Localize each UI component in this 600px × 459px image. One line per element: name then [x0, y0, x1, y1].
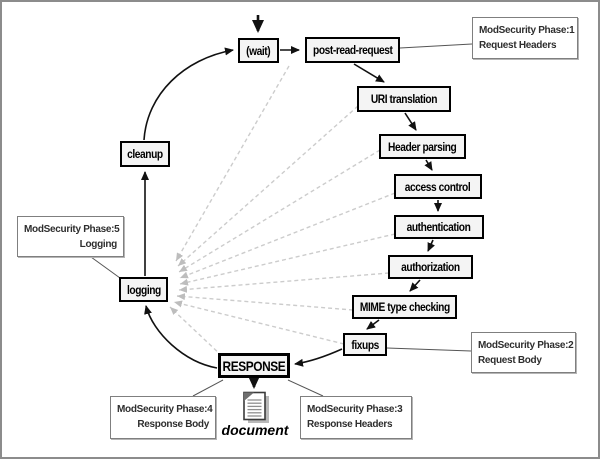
- annotation-line: ModSecurity Phase:2: [478, 340, 574, 351]
- node-label: authentication: [407, 220, 471, 234]
- node-uri-translation: URI translation: [357, 86, 451, 112]
- node-label: logging: [126, 282, 161, 297]
- node-label: Header parsing: [388, 139, 457, 154]
- node-fixups: fixups: [343, 333, 387, 356]
- annotation-modsecurity-phase3: ModSecurity Phase:3 Response Headers: [300, 396, 412, 439]
- node-label: URI translation: [370, 92, 438, 106]
- document-label: document: [221, 422, 289, 438]
- node-authentication: authentication: [394, 215, 484, 239]
- node-label: MIME type checking: [359, 300, 450, 314]
- node-wait: (wait): [238, 38, 279, 63]
- node-access-control: access control: [394, 174, 482, 199]
- annotation-line: Request Headers: [479, 40, 557, 51]
- node-authorization: authorization: [388, 255, 473, 279]
- node-response: RESPONSE: [218, 353, 290, 378]
- annotation-line: Logging: [79, 239, 118, 250]
- node-label: (wait): [246, 43, 271, 58]
- annotation-modsecurity-phase4: ModSecurity Phase:4 Response Body: [110, 396, 216, 439]
- node-label: cleanup: [127, 147, 163, 161]
- flow-arrows: [141, 15, 442, 389]
- logging-dashed-arrows: [169, 65, 396, 357]
- annotation-modsecurity-phase1: ModSecurity Phase:1 Request Headers: [472, 17, 578, 59]
- annotation-line: ModSecurity Phase:3: [307, 404, 403, 415]
- annotation-line: ModSecurity Phase:1: [479, 25, 575, 36]
- node-label: RESPONSE: [222, 357, 286, 374]
- node-label: fixups: [351, 337, 379, 352]
- annotation-modsecurity-phase5: ModSecurity Phase:5 Logging: [17, 216, 124, 257]
- node-post-read-request: post-read-request: [305, 37, 400, 63]
- node-label: access control: [405, 179, 471, 194]
- annotation-line: Response Body: [137, 419, 209, 430]
- annotation-line: Response Headers: [307, 419, 393, 430]
- annotation-connectors: [90, 43, 473, 397]
- annotation-modsecurity-phase2: ModSecurity Phase:2 Request Body: [471, 332, 576, 373]
- node-mime-type-checking: MIME type checking: [352, 295, 457, 319]
- node-label: post-read-request: [312, 43, 393, 57]
- node-logging: logging: [119, 277, 168, 302]
- annotation-line: Request Body: [478, 355, 542, 366]
- node-header-parsing: Header parsing: [379, 134, 466, 159]
- annotation-line: ModSecurity Phase:5: [24, 224, 120, 235]
- annotation-line: ModSecurity Phase:4: [117, 404, 213, 415]
- node-cleanup: cleanup: [120, 141, 170, 167]
- document-icon: [243, 391, 269, 423]
- node-label: authorization: [401, 260, 460, 274]
